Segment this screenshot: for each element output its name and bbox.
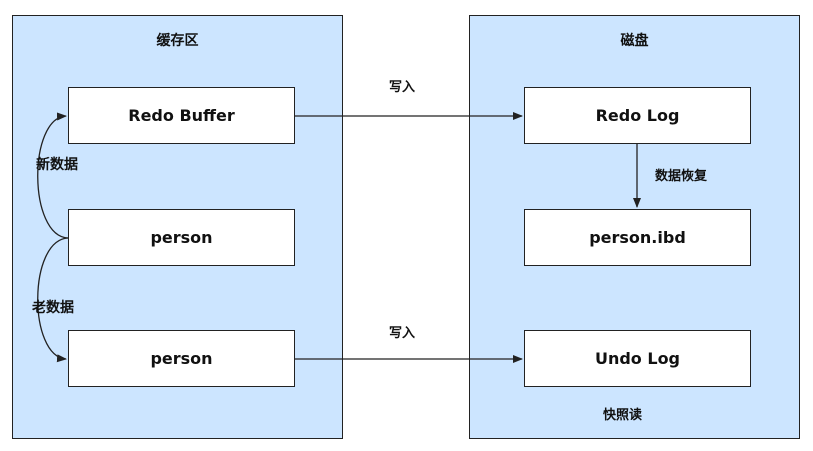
disk-panel-title: 磁盘 — [620, 33, 649, 49]
undo-log-box: Undo Log — [524, 330, 751, 387]
new-data-curve — [37, 112, 69, 239]
write-label-bottom: 写入 — [389, 326, 416, 341]
old-data-curve — [37, 237, 69, 363]
person-box-old: person — [68, 330, 295, 387]
redo-log-box: Redo Log — [524, 87, 751, 144]
person-box-new: person — [68, 209, 295, 266]
person-ibd-box: person.ibd — [524, 209, 751, 266]
redo-buffer-box: Redo Buffer — [68, 87, 295, 144]
old-data-label: 老数据 — [32, 300, 74, 316]
cache-panel-title: 缓存区 — [156, 33, 199, 49]
new-data-label: 新数据 — [36, 157, 78, 173]
snapshot-label: 快照读 — [603, 408, 643, 423]
recovery-label: 数据恢复 — [655, 169, 708, 184]
write-label-top: 写入 — [389, 80, 416, 95]
